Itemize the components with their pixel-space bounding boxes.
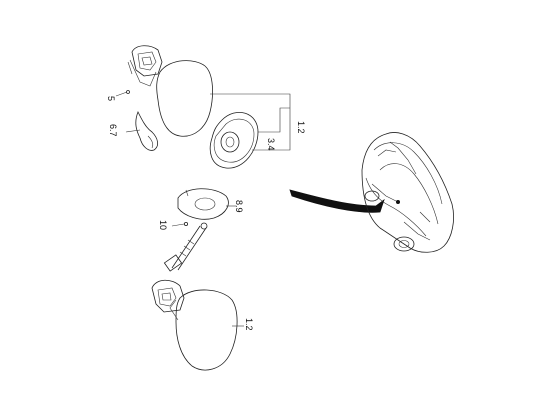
callout-glass: 3.4 <box>266 138 276 151</box>
upper-mirror-housing <box>156 60 213 137</box>
callout-clip: 5 <box>106 96 116 101</box>
callout-cover: 6.7 <box>108 124 118 137</box>
vehicle-locator <box>289 132 454 253</box>
mirror-glass-assembly <box>209 111 259 169</box>
adjuster-plate <box>177 188 229 220</box>
lower-mirror-assembly <box>151 188 244 371</box>
mirror-location-marker <box>396 200 400 204</box>
mirror-glass <box>209 111 259 169</box>
mirror-cover-part <box>135 111 158 151</box>
upper-mirror-base <box>131 45 163 77</box>
lower-mirror-housing <box>175 289 238 371</box>
leader-lines-upper <box>210 93 291 151</box>
screw-part <box>183 221 188 226</box>
glass-center-mount <box>220 131 240 153</box>
callout-plate: 8.9 <box>234 200 244 213</box>
motor-shaft <box>163 222 208 272</box>
car-outline <box>361 132 454 253</box>
upper-mirror-assembly <box>115 45 213 151</box>
callout-mirror-top: 1.2 <box>296 121 306 134</box>
locator-arrow <box>289 189 385 213</box>
lower-mirror-base <box>151 279 185 313</box>
callout-labels: 1.2 3.4 5 6.7 8.9 10 1.2 <box>106 96 306 331</box>
callout-mirror-bottom: 1.2 <box>244 318 254 331</box>
callout-screw: 10 <box>158 220 168 230</box>
